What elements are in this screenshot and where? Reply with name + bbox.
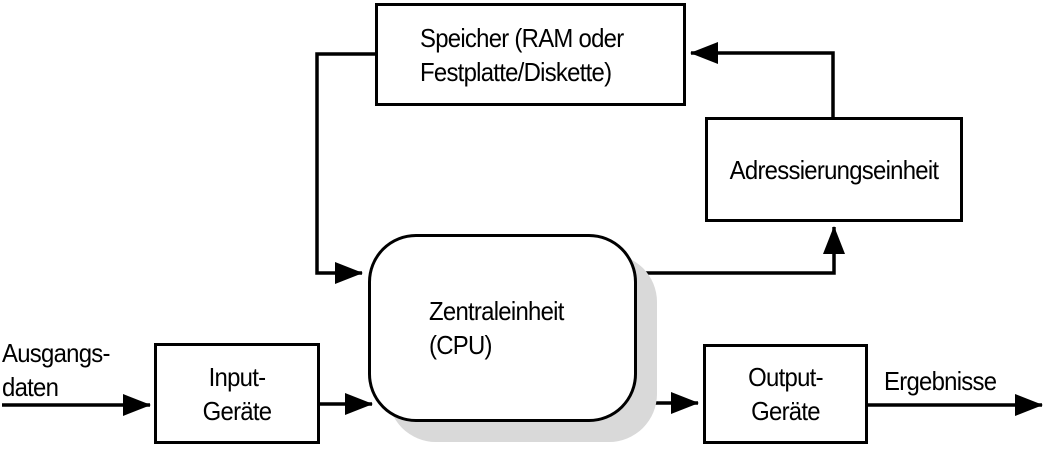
speicher-box: Speicher (RAM oder Festplatte/Diskette) (375, 3, 686, 106)
ergebnisse-label-text: Ergebnisse (884, 366, 997, 396)
arrow-speicher-to-cpu (315, 52, 377, 284)
cpu-box: Zentraleinheit (CPU) (368, 234, 637, 422)
output-label-line2: Geräte (751, 396, 820, 426)
ausgangsdaten-label-line2: daten (2, 372, 59, 402)
input-label-line1: Input- (208, 361, 266, 392)
adressierung-label: Adressierungseinheit (729, 154, 939, 185)
input-geraete-box: Input- Geräte (154, 343, 320, 444)
arrow-cpu-to-adressierung (635, 226, 845, 275)
speicher-label-line1: Speicher (RAM oder (420, 22, 624, 53)
output-label-line1: Output- (748, 362, 823, 392)
speicher-label-line2: Festplatte/Diskette) (420, 56, 612, 87)
ausgangsdaten-label: Ausgangs- daten (2, 336, 119, 404)
cpu-label-line1: Zentraleinheit (429, 296, 564, 326)
input-label-line2: Geräte (202, 395, 272, 426)
output-geraete-box: Output- Geräte (703, 344, 868, 444)
cpu-label-line2: (CPU) (429, 330, 492, 360)
ergebnisse-label: Ergebnisse (884, 364, 1006, 398)
arrow-adressierung-to-speicher (690, 42, 835, 119)
ausgangsdaten-label-line1: Ausgangs- (2, 338, 110, 368)
adressierung-box: Adressierungseinheit (705, 117, 963, 222)
